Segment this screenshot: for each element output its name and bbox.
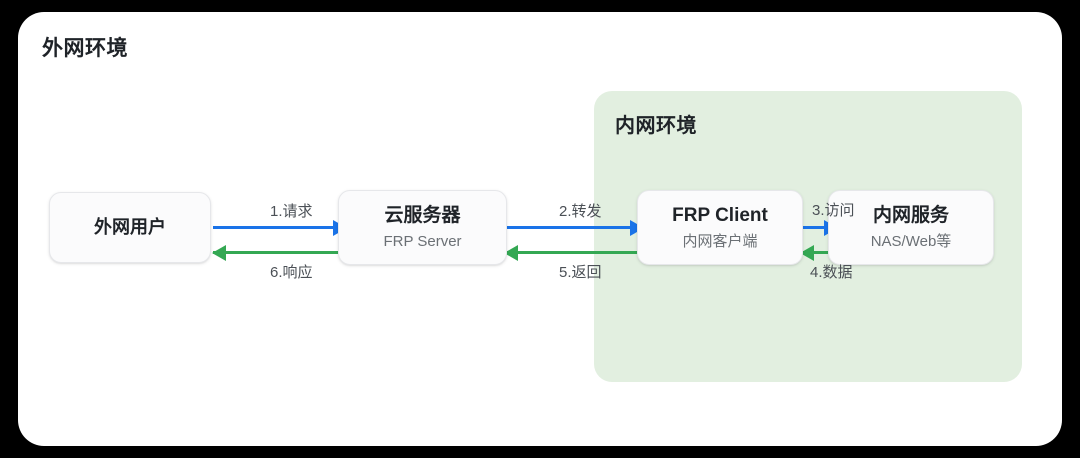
flow-label-return: 5.返回 — [559, 264, 602, 281]
node-title: 外网用户 — [94, 217, 166, 238]
node-title: 内网服务 — [872, 204, 949, 226]
flow-label-request: 1.请求 — [270, 203, 313, 220]
arrowhead-left-icon — [800, 244, 814, 261]
node-title: FRP Client — [672, 204, 768, 226]
flow-label-access: 3.访问 — [812, 202, 855, 219]
node-external-user[interactable]: 外网用户 — [49, 192, 211, 263]
outer-zone-title: 外网环境 — [42, 37, 128, 60]
flow-arrow-request — [213, 219, 347, 236]
arrowhead-left-icon — [504, 244, 518, 261]
node-subtitle: 内网客户端 — [682, 232, 758, 250]
node-title: 云服务器 — [384, 204, 461, 226]
flow-arrow-return — [504, 244, 643, 261]
flow-label-data: 4.数据 — [810, 264, 853, 281]
flow-label-forward: 2.转发 — [559, 203, 602, 220]
flow-arrow-data — [800, 244, 837, 261]
node-subtitle: NAS/Web等 — [870, 232, 952, 250]
node-intranet-service[interactable]: 内网服务 NAS/Web等 — [828, 190, 994, 265]
node-frp-client[interactable]: FRP Client 内网客户端 — [637, 190, 803, 265]
flow-arrow-response — [212, 244, 346, 261]
flow-arrow-forward — [505, 219, 644, 236]
inner-zone-title: 内网环境 — [615, 115, 697, 137]
flow-label-response: 6.响应 — [270, 264, 313, 281]
node-subtitle: FRP Server — [383, 232, 462, 250]
arrowhead-left-icon — [212, 244, 226, 261]
node-cloud-server[interactable]: 云服务器 FRP Server — [338, 190, 507, 265]
